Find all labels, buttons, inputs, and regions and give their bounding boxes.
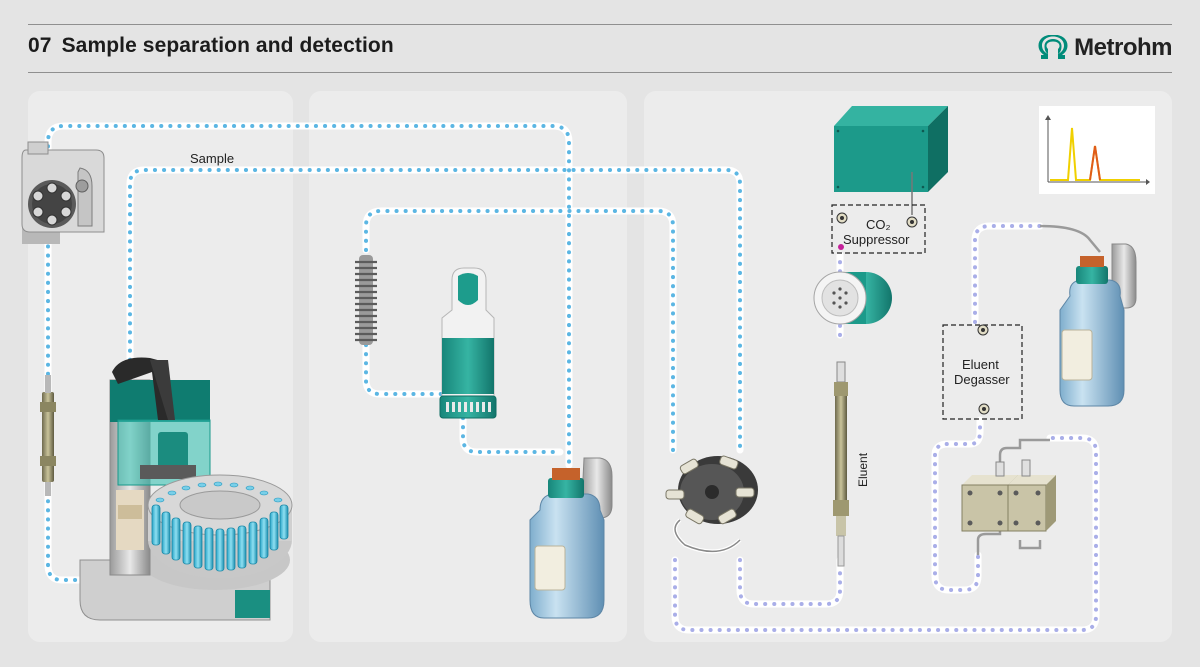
autosampler — [79, 357, 293, 621]
eluent-degasser-label-line2: Degasser — [954, 372, 1010, 387]
co2-suppressor-module — [834, 106, 948, 215]
peristaltic-pump — [21, 141, 105, 244]
eluent-degasser-outline — [942, 324, 1023, 420]
separation-column — [833, 361, 849, 567]
reaction-coil — [355, 255, 377, 345]
sample-bottle — [529, 457, 613, 619]
inline-filter — [40, 375, 56, 496]
co2-suppressor-outline — [831, 204, 926, 254]
co2-suppressor-ports — [836, 212, 918, 250]
brand-name: Metrohm — [1074, 34, 1172, 61]
conductivity-detector — [813, 271, 892, 325]
page-title: 07 Sample separation and detection — [28, 34, 394, 58]
eluent-tubing-lavender — [671, 222, 1100, 634]
sample-tubing-blue — [44, 122, 744, 584]
injection-valve — [665, 455, 758, 554]
header-bottom-rule — [28, 72, 1172, 73]
sample-label: Sample — [190, 151, 234, 166]
section-title: Sample separation and detection — [61, 34, 394, 57]
eluent-label: Eluent — [856, 452, 870, 487]
co2-suppressor-label-line1: CO₂ — [866, 217, 891, 232]
inline-cartridge — [439, 267, 497, 419]
metrohm-logo: Metrohm — [1038, 34, 1172, 62]
chromatogram-card — [1039, 106, 1155, 194]
section-number: 07 — [28, 34, 52, 57]
eluent-degasser-label-line1: Eluent — [962, 357, 999, 372]
co2-suppressor-label-line2: Suppressor — [843, 232, 910, 247]
metrohm-omega-icon — [1038, 35, 1068, 59]
eluent-bottle — [1039, 224, 1137, 407]
high-pressure-pump — [961, 438, 1056, 555]
header-top-rule — [28, 24, 1172, 25]
eluent-degasser-ports — [977, 324, 990, 415]
